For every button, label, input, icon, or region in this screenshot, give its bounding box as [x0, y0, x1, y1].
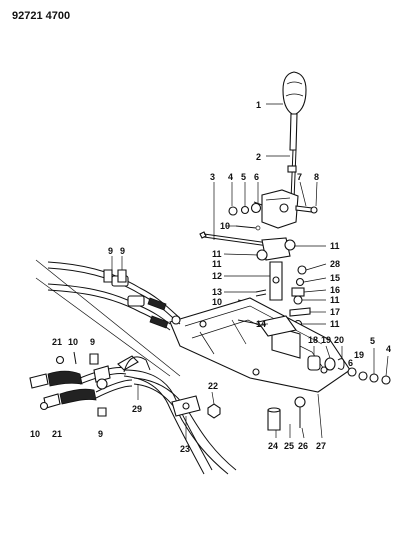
callout-10-middle: 10	[212, 297, 222, 307]
callout-14: 14	[256, 319, 266, 329]
callout-16: 16	[330, 285, 340, 295]
callout-12: 12	[212, 271, 222, 281]
callout-10-upper: 10	[220, 221, 230, 231]
cable-bundle	[117, 355, 237, 475]
nut-22	[207, 403, 221, 419]
callout-11-d: 11	[330, 295, 340, 305]
diagram-code: 92721 4700	[12, 10, 71, 22]
callout-11-b: 11	[212, 249, 222, 259]
callout-21-b: 21	[52, 429, 62, 439]
callout-9a: 9	[108, 246, 113, 256]
lever-bracket	[253, 189, 299, 229]
bracket-14	[257, 315, 297, 337]
callout-24: 24	[268, 441, 278, 451]
pivot-block	[256, 237, 296, 301]
callout-11-e: 11	[330, 319, 340, 329]
bracket-23	[171, 395, 201, 417]
shift-lever	[287, 113, 298, 201]
callout-26: 26	[298, 441, 308, 451]
callout-9-left: 9	[90, 337, 95, 347]
callout-22: 22	[208, 381, 218, 391]
callout-6-b: 6	[348, 358, 353, 368]
clips-9-upper	[103, 269, 127, 283]
callout-17: 17	[330, 307, 340, 317]
shift-cables	[35, 259, 181, 377]
pin-7-8	[295, 205, 318, 214]
callout-21-a: 21	[52, 337, 62, 347]
bushings-right	[289, 265, 311, 329]
nuts-4-5-6	[228, 202, 262, 216]
leader-lines	[111, 103, 389, 440]
callout-11-c: 11	[212, 259, 222, 269]
callout-29: 29	[132, 404, 142, 414]
callout-3: 3	[210, 172, 215, 182]
callout-11-a: 11	[330, 241, 340, 251]
callout-9b: 9	[120, 246, 125, 256]
clamp-29	[123, 356, 151, 373]
callout-13: 13	[212, 287, 222, 297]
cotter-10-lower	[237, 319, 259, 325]
mount-24-26	[267, 396, 306, 431]
callout-19-b: 19	[354, 350, 364, 360]
callout-1: 1	[256, 100, 261, 110]
callout-25: 25	[284, 441, 294, 451]
callout-4: 4	[228, 172, 233, 182]
callout-4-b: 4	[386, 344, 391, 354]
callout-19-a: 19	[321, 335, 331, 345]
callout-5-b: 5	[370, 336, 375, 346]
shift-knob	[282, 71, 307, 115]
callout-28: 28	[330, 259, 340, 269]
spring-13	[255, 289, 267, 297]
callout-6: 6	[254, 172, 259, 182]
callout-10-bottom: 10	[30, 429, 40, 439]
callout-10-left: 10	[68, 337, 78, 347]
cotter-10-upper	[235, 225, 261, 231]
callout-15: 15	[330, 273, 340, 283]
callout-2: 2	[256, 152, 261, 162]
callout-23: 23	[180, 444, 190, 454]
callout-5: 5	[241, 172, 246, 182]
callout-9-bottom: 9	[98, 429, 103, 439]
callout-20: 20	[334, 335, 344, 345]
callout-27: 27	[316, 441, 326, 451]
callout-8: 8	[314, 172, 319, 182]
left-small-parts	[39, 351, 107, 417]
callout-7: 7	[297, 172, 302, 182]
lower-cable-ends	[29, 365, 133, 409]
callout-18: 18	[308, 335, 318, 345]
